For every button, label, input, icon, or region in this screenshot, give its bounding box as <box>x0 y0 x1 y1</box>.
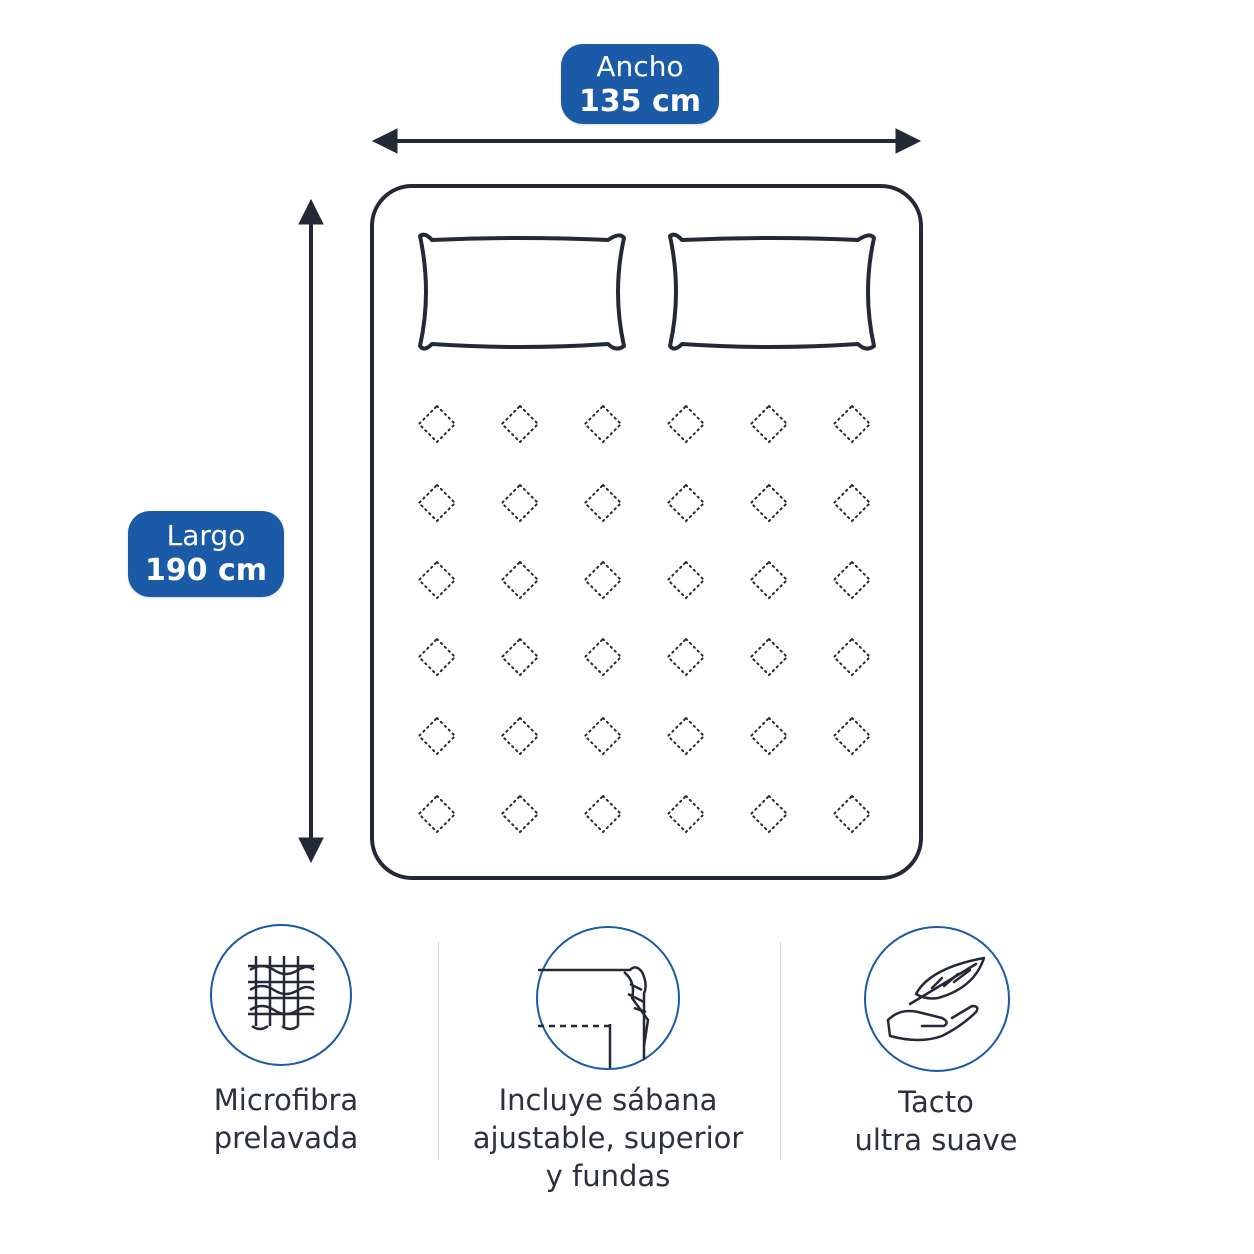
quilt-diamond <box>500 560 540 600</box>
fitted-sheet-corner-icon <box>536 926 680 1070</box>
width-arrow <box>371 128 922 154</box>
pillow-left <box>418 232 626 351</box>
quilt-diamond <box>749 794 789 834</box>
quilt-diamond <box>417 404 457 444</box>
quilt-diamond <box>417 794 457 834</box>
feature-text-line: Incluye sábana <box>498 1083 718 1117</box>
quilt-diamond <box>749 637 789 677</box>
quilt-diamond <box>832 483 872 523</box>
quilt-diamond <box>500 794 540 834</box>
width-value: 135 cm <box>578 84 702 119</box>
quilt-diamond <box>583 637 623 677</box>
feature-sheet-set-text: Incluye sábana ajustable, superior y fun… <box>448 1081 768 1195</box>
quilt-diamond <box>749 716 789 756</box>
quilt-diamond <box>666 794 706 834</box>
quilt-diamond <box>500 716 540 756</box>
quilt-diamond <box>832 794 872 834</box>
quilt-diamond <box>666 560 706 600</box>
quilt-diamond <box>749 483 789 523</box>
quilt-diamond <box>417 637 457 677</box>
feature-text-line: Tacto <box>898 1085 974 1119</box>
quilt-diamond <box>832 637 872 677</box>
feature-text-line: Microfibra <box>213 1083 359 1117</box>
feature-soft-touch-text: Tacto ultra suave <box>820 1083 1052 1159</box>
quilt-diamond <box>417 716 457 756</box>
feature-text-line: prelavada <box>213 1121 359 1155</box>
quilt-diamond <box>583 560 623 600</box>
quilt-diamond <box>583 404 623 444</box>
quilt-diamond <box>583 716 623 756</box>
length-badge: Largo 190 cm <box>128 511 284 597</box>
quilt-diamond <box>417 483 457 523</box>
width-badge: Ancho 135 cm <box>561 44 719 124</box>
length-value: 190 cm <box>144 553 268 588</box>
quilting-pattern <box>417 404 872 834</box>
quilt-diamond <box>666 716 706 756</box>
width-label: Ancho <box>596 50 684 83</box>
divider <box>438 942 439 1160</box>
quilt-diamond <box>666 483 706 523</box>
quilt-diamond <box>749 560 789 600</box>
feather-hand-icon <box>864 926 1010 1072</box>
divider <box>780 942 781 1160</box>
quilt-diamond <box>666 637 706 677</box>
feature-text-line: ajustable, superior <box>472 1121 744 1155</box>
quilt-diamond <box>749 404 789 444</box>
quilt-diamond <box>832 404 872 444</box>
quilt-diamond <box>500 637 540 677</box>
quilt-diamond <box>583 483 623 523</box>
feature-microfiber-text: Microfibra prelavada <box>170 1081 402 1157</box>
pillow-right <box>668 232 876 351</box>
feature-text-line: ultra suave <box>854 1123 1018 1157</box>
quilt-diamond <box>832 716 872 756</box>
woven-fabric-icon <box>210 924 352 1066</box>
quilt-diamond <box>583 794 623 834</box>
quilt-diamond <box>832 560 872 600</box>
mattress-outline <box>370 184 923 880</box>
feature-text-line: y fundas <box>545 1159 671 1193</box>
quilt-diamond <box>500 483 540 523</box>
quilt-diamond <box>500 404 540 444</box>
quilt-diamond <box>417 560 457 600</box>
length-label: Largo <box>166 519 246 552</box>
quilt-diamond <box>666 404 706 444</box>
length-arrow <box>298 198 324 864</box>
